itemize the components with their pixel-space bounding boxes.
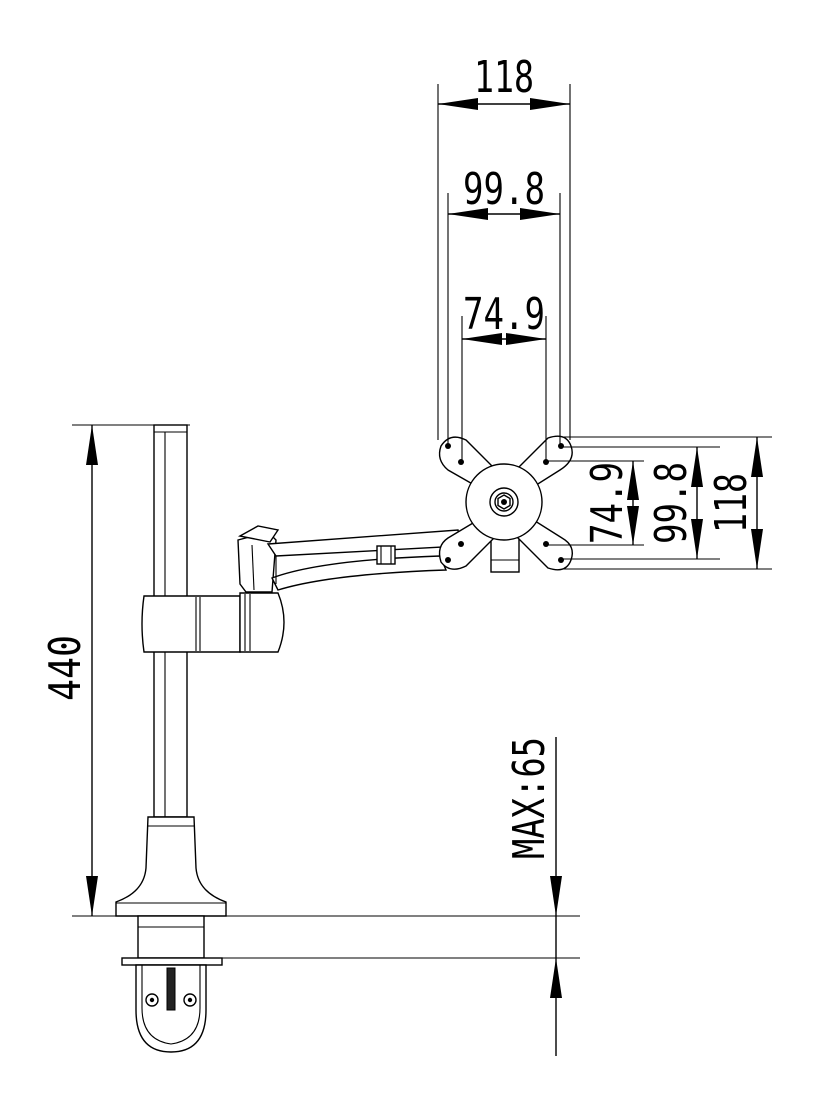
pole-base <box>115 816 227 917</box>
label-118-vertical: 118 <box>706 473 757 533</box>
arm-joint <box>237 525 280 593</box>
desk-clamp <box>121 915 223 1053</box>
dim-vertical-extension-lines <box>548 436 772 570</box>
label-74-9-vertical: 74.9 <box>582 462 633 544</box>
label-99-8-vertical: 99.8 <box>646 462 697 544</box>
dim-vertical-74-9 <box>627 461 639 545</box>
vesa-head <box>438 435 574 573</box>
dim-vertical-118 <box>751 437 763 569</box>
pole-collar <box>141 592 285 653</box>
dim-pole-height <box>72 424 190 916</box>
dim-horizontal-99-8 <box>447 193 561 448</box>
label-max-65: MAX:65 <box>504 737 555 859</box>
arm-segment <box>266 529 463 591</box>
label-99-8-horizontal: 99.8 <box>463 164 545 215</box>
dim-horizontal-74-9 <box>461 316 547 460</box>
label-440: 440 <box>40 635 91 701</box>
label-118-horizontal: 118 <box>474 52 534 103</box>
dim-horizontal-118 <box>437 84 571 440</box>
label-74-9-horizontal: 74.9 <box>463 289 545 340</box>
dim-vertical-99-8 <box>691 447 703 559</box>
dim-desk-max <box>550 737 562 1056</box>
